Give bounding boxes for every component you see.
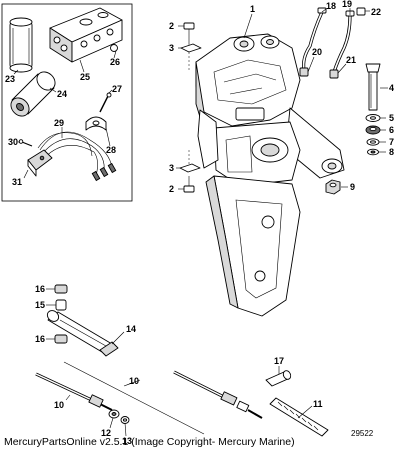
part-14-cylinder[interactable] <box>45 308 119 357</box>
part-26-fitting[interactable] <box>110 44 118 52</box>
part-29-wire-harness[interactable] <box>37 131 117 182</box>
part-5-bushing[interactable] <box>365 114 381 122</box>
callout-13: 13 <box>122 436 132 446</box>
callout-16-lower: 16 <box>35 334 45 344</box>
callout-16-upper: 16 <box>35 284 45 294</box>
callout-10-right: 10 <box>129 376 139 386</box>
part-12-washer[interactable] <box>108 409 120 419</box>
callout-2-lower: 2 <box>169 184 174 194</box>
callout-4: 4 <box>389 83 394 93</box>
part-3-washer-lower[interactable] <box>179 163 201 173</box>
callout-14: 14 <box>126 324 136 334</box>
part-3-washer-upper[interactable] <box>180 43 202 53</box>
inset-parts-group <box>1 3 133 202</box>
part-13-washer[interactable] <box>120 416 130 424</box>
callout-19: 19 <box>342 0 352 9</box>
callout-2-upper: 2 <box>169 21 174 31</box>
part-4-pivot-pin[interactable] <box>365 63 381 111</box>
callout-23: 23 <box>5 74 15 84</box>
part-22-fitting[interactable] <box>356 7 366 16</box>
part-6-nut[interactable] <box>365 125 381 135</box>
part-28-clip[interactable] <box>85 116 107 131</box>
copyright-footer: MercuryPartsOnline v2.5.1 (Image Copyrig… <box>4 436 295 448</box>
callout-22: 22 <box>371 7 381 17</box>
part-17-pin[interactable] <box>265 369 292 387</box>
part-31-sensor[interactable] <box>27 149 53 177</box>
part-27-screw[interactable] <box>99 92 112 113</box>
callout-17: 17 <box>274 356 284 366</box>
part-9-nut[interactable] <box>325 179 341 195</box>
part-20-fitting[interactable] <box>299 67 309 77</box>
part-16-cap-lower[interactable] <box>54 334 68 344</box>
callout-12: 12 <box>101 428 111 438</box>
part-16-cap-upper[interactable] <box>54 284 68 294</box>
part-30-screw[interactable] <box>18 139 33 147</box>
callout-29: 29 <box>54 118 64 128</box>
inset-frame <box>1 3 133 202</box>
callout-9: 9 <box>350 182 355 192</box>
callout-5: 5 <box>389 113 394 123</box>
callout-7: 7 <box>389 137 394 147</box>
part-19-hose[interactable] <box>332 10 355 73</box>
callout-10-left: 10 <box>54 400 64 410</box>
callout-27: 27 <box>112 84 122 94</box>
part-15-bushing[interactable] <box>55 299 67 311</box>
callout-30: 30 <box>8 137 18 147</box>
callout-3-lower: 3 <box>169 163 174 173</box>
callout-24: 24 <box>57 89 67 99</box>
part-7-washer[interactable] <box>366 138 380 146</box>
drawing-number: 29522 <box>351 429 374 438</box>
callout-1: 1 <box>250 4 255 14</box>
part-23-canister[interactable] <box>9 17 33 73</box>
callout-28: 28 <box>106 145 116 155</box>
part-25-valve-block[interactable] <box>49 7 123 63</box>
callout-25: 25 <box>80 72 90 82</box>
part-10-cable-right[interactable] <box>173 370 263 419</box>
leader-lines <box>13 8 388 437</box>
part-8-washer[interactable] <box>367 148 379 156</box>
part-10-cable[interactable] <box>35 361 205 435</box>
part-21-fitting[interactable] <box>329 69 339 79</box>
callout-18: 18 <box>326 1 336 11</box>
callout-20: 20 <box>312 47 322 57</box>
callout-31: 31 <box>12 177 22 187</box>
callout-labels: 1 2 3 4 5 6 7 8 9 3 2 18 19 20 21 22 23 … <box>5 0 394 446</box>
callout-11: 11 <box>313 399 323 409</box>
part-24-filter[interactable] <box>7 68 58 119</box>
callout-3-upper: 3 <box>169 43 174 53</box>
callout-6: 6 <box>389 125 394 135</box>
part-18-hose[interactable] <box>302 7 327 71</box>
callout-26: 26 <box>110 57 120 67</box>
part-1-mounting-bracket[interactable] <box>195 33 345 317</box>
callout-8: 8 <box>389 147 394 157</box>
callout-15: 15 <box>35 300 45 310</box>
callout-21: 21 <box>346 55 356 65</box>
